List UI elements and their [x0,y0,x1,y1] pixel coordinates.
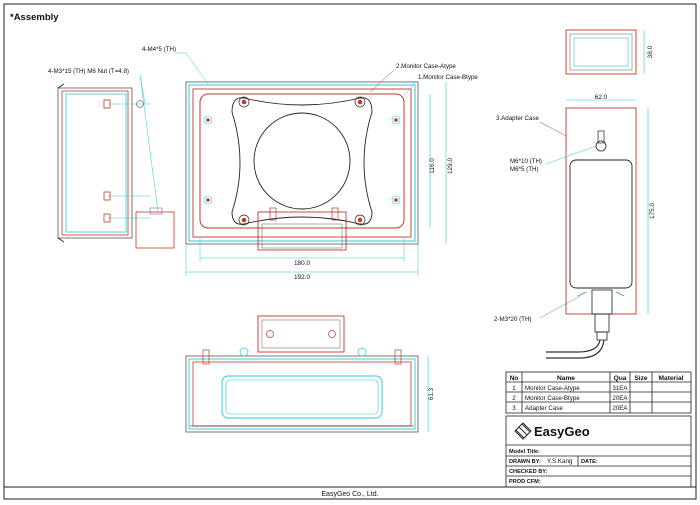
dim-outer-width: 192.0 [294,274,310,281]
dim-inner-width: 180.0 [294,260,310,267]
table-row-3-no: 3 [512,405,516,412]
table-row-2-no: 2 [512,395,516,402]
model-title-label: Model Title: [509,449,540,455]
callout-case-b: 1.Monitor Case-Btype [418,74,478,81]
table-row-1-name: Monitor Case-Atype [525,385,580,392]
callout-m4: 4-M4*5 (TH) [142,46,176,53]
table-row-2-qty: 20EA [612,395,628,402]
bottom-view [185,315,419,433]
table-row-1-no: 1 [512,385,516,392]
table-header-qty: Qua [614,375,627,382]
checked-by-label: CHECKED BY: [509,469,548,475]
footer-company: EasyGeo Co., Ltd. [321,491,378,498]
dim-inner-height: 116.0 [429,158,436,174]
table-row-3-name: Adapter Case [525,405,563,412]
dim-adapter-depth: 38.0 [647,45,654,58]
table-row-3-qty: 20EA [612,405,628,412]
easygeo-logo-icon [514,422,532,440]
callout-m3-nut: 4-M3*15 (TH) M6 Nut (T=4.8) [48,68,129,75]
callout-case-a: 2.Monitor Case-Atype [396,63,456,70]
parts-table [505,371,692,414]
adapter-front-view: 62.0 175.0 [546,94,656,359]
table-header-size: Size [634,375,648,382]
dim-outer-height: 129.0 [447,158,454,174]
brand-name: EasyGeo [534,424,590,439]
keyhole-icon [595,140,607,152]
drawn-by-label: DRAWN BY: [509,459,541,465]
prod-cfm-label: PROD CFM: [509,479,541,485]
table-header-no: No [510,375,519,382]
title-block [505,415,692,488]
screw-icon [136,100,144,108]
callout-m3-20: 2-M3*20 (TH) [494,316,531,323]
adapter-top-view: 38.0 [565,29,654,75]
drawing-title: *Assembly [10,12,59,23]
front-view [185,81,419,251]
drawn-by-value: Y.S.Kang [547,458,573,465]
side-view [57,83,175,249]
date-label: DATE: [581,459,598,465]
callout-m6-5: M6*5 (TH) [510,166,539,173]
callout-adapter: 3.Adapter Case [496,115,540,122]
table-header-material: Material [659,375,684,382]
vesa-plate [231,97,373,225]
sheet-border [3,3,697,500]
table-header-name: Name [557,375,575,382]
table-row-2-name: Monitor Case-Btype [525,395,580,402]
callout-m6-10: M6*10 (TH) [510,158,542,165]
dim-side-depth: 61.3 [428,387,435,400]
dim-adapter-width: 62.0 [595,94,608,101]
table-row-1-qty: 31EA [612,385,628,392]
dim-adapter-height: 175.0 [649,203,656,219]
